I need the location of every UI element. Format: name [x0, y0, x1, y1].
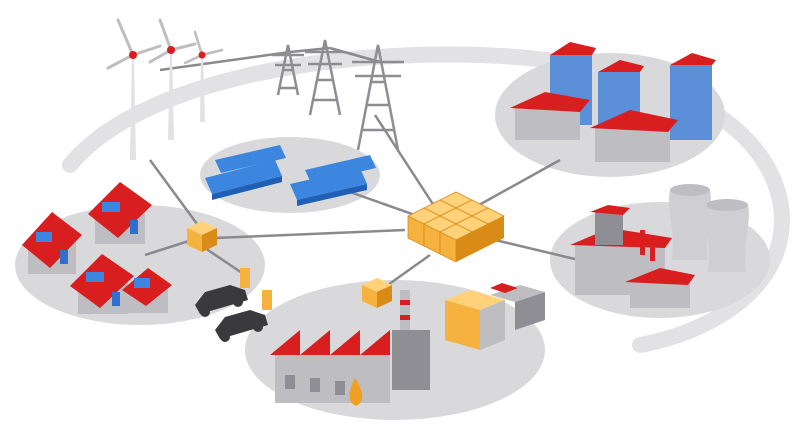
low-building-icon — [510, 92, 590, 140]
car-icon — [195, 285, 248, 317]
plant-building-icon — [570, 205, 695, 308]
charging-station-icon — [240, 268, 272, 310]
residential-houses — [22, 182, 172, 314]
house-icon — [88, 182, 152, 244]
link-hub-powerlines — [373, 114, 442, 216]
link-wind-lines — [159, 50, 291, 72]
residential-hub-icon — [187, 221, 217, 252]
wind-turbine-icon — [106, 18, 162, 160]
power-lines — [272, 39, 404, 151]
link-res-cars — [204, 246, 246, 277]
link-res-wind — [148, 159, 202, 229]
solar-panel-icon — [205, 145, 286, 200]
link-lines-2 — [329, 46, 381, 64]
link-res-houses — [144, 238, 193, 257]
connection-lines — [144, 46, 601, 294]
solar-panels — [205, 145, 376, 206]
oil-drop-icon — [349, 378, 363, 406]
city-buildings — [510, 42, 716, 162]
electric-cars — [195, 268, 272, 342]
link-hub-city — [469, 158, 561, 212]
link-hub-residential — [214, 228, 406, 240]
generator-icon — [490, 283, 545, 330]
house-icon — [122, 268, 172, 313]
low-building-icon — [590, 110, 678, 162]
pylon-icon — [272, 44, 304, 96]
central-storage-hub — [407, 191, 505, 263]
factory-building-icon — [270, 330, 390, 403]
house-icon — [22, 212, 82, 274]
factory-hub-icon — [362, 278, 392, 308]
cooling-tower-icon — [669, 184, 711, 260]
power-plant — [570, 184, 749, 308]
house-icon — [70, 254, 134, 314]
pylon-icon — [352, 44, 404, 151]
wind-farm — [106, 18, 224, 160]
pylon-icon — [305, 39, 345, 116]
car-icon — [215, 310, 268, 342]
cooling-tower-icon — [705, 199, 749, 272]
solar-panel-icon — [290, 155, 376, 206]
wind-turbine-icon — [183, 30, 224, 122]
industrial-factory — [270, 283, 545, 406]
storage-cube-icon — [439, 223, 473, 263]
wind-turbine-icon — [148, 18, 197, 140]
chimney-icon — [392, 290, 430, 390]
storage-container-icon — [445, 290, 505, 350]
office-building-icon — [670, 53, 716, 140]
